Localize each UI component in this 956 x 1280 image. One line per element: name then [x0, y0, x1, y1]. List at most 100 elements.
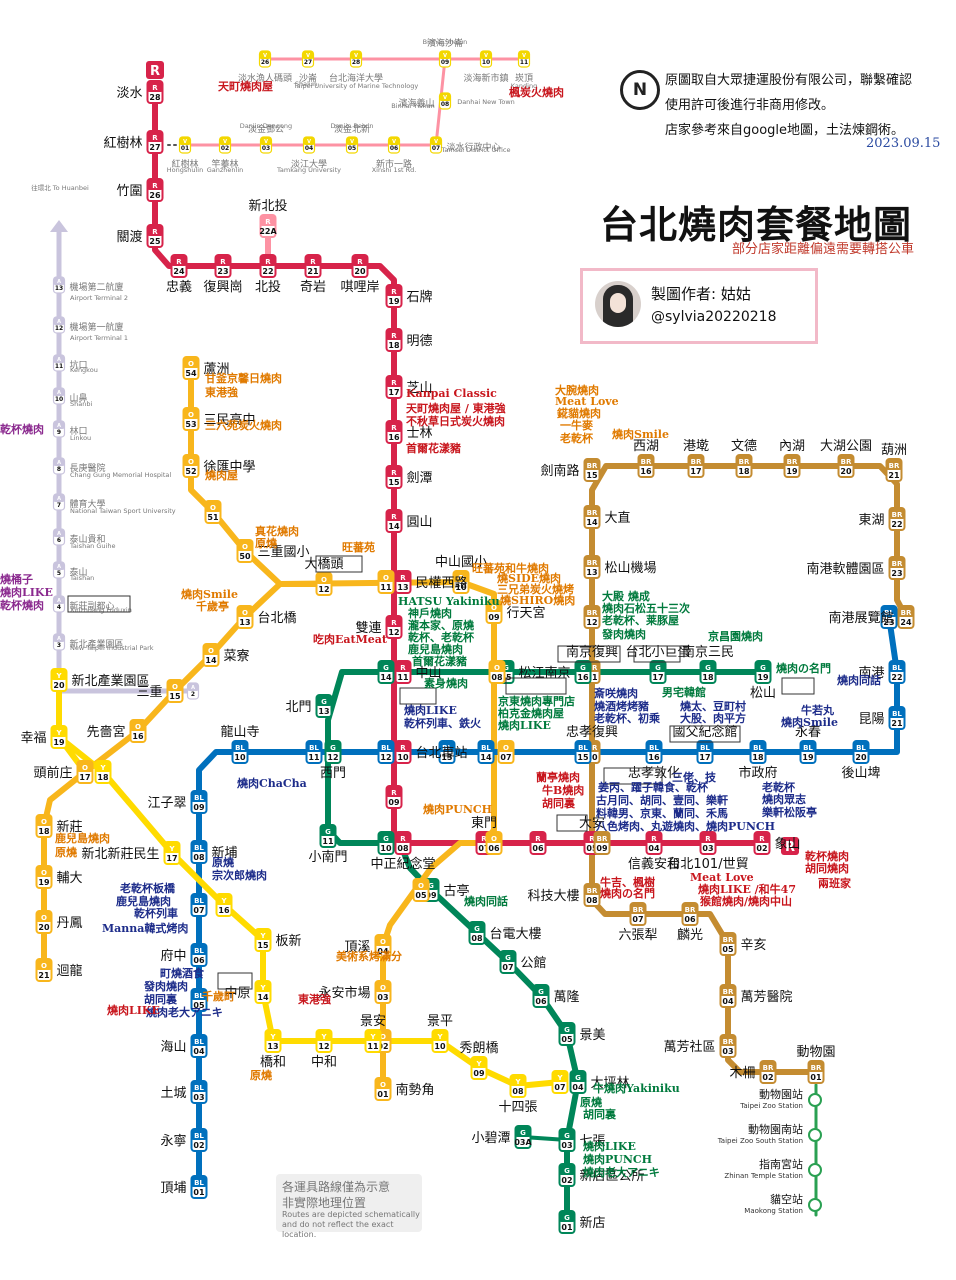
station-english-name: Taishan Guihe [69, 542, 115, 550]
station-r03: R03 [699, 831, 717, 855]
station-code-line: G [655, 664, 661, 672]
station-name: 復興崗 [203, 279, 242, 295]
station-code-number: 01 [377, 1090, 389, 1099]
station-code-number: 03 [377, 993, 388, 1002]
station-english-name: Airport Terminal 2 [70, 294, 128, 302]
station-code-number: 05 [722, 945, 734, 954]
station-english-name: Airport Terminal 1 [70, 334, 128, 342]
station-code-line: O [41, 818, 47, 826]
shop-label: 東港強 [298, 992, 331, 1006]
station-code-number: 06 [390, 145, 398, 152]
station-name: 行天宮 [507, 605, 546, 621]
station-code-number: 08 [441, 101, 449, 108]
station-name: 東門 [471, 815, 497, 831]
station-code-number: 08 [397, 844, 409, 853]
station-name: 忠孝復興 [566, 724, 618, 740]
station-code-number: 06 [684, 915, 696, 924]
station-code-line: BL [194, 1132, 204, 1140]
station-name: 泰山 [70, 566, 88, 578]
station-r17: R17 [385, 375, 403, 399]
station-code-line: BR [597, 835, 608, 843]
shop-label: 燒SIDE燒肉 [497, 571, 561, 585]
station-name: 萬芳社區 [663, 1039, 715, 1055]
station-name: 松山機場 [605, 561, 657, 576]
station-code-line: G [580, 664, 586, 672]
station-english-name: Binhai Yishan [391, 102, 435, 110]
map-subtitle: 部分店家距離偏遠需要轉搭公車 [732, 242, 915, 257]
station-code-line: O [380, 1081, 386, 1089]
shop-label: 天町燒肉屋 [218, 79, 273, 93]
station-name: 江子翠 [147, 796, 186, 811]
station-code-line: G [760, 664, 766, 672]
compass-icon: N [620, 70, 660, 110]
station-a12: A12 [52, 316, 66, 334]
station-code-number: 12 [388, 628, 399, 637]
shop-label: 原燒 [212, 855, 234, 869]
station-code-number: 10 [586, 753, 598, 762]
gondola-name: 動物園站 [759, 1087, 803, 1101]
station-g11: G11 [319, 824, 337, 848]
station-code-line: BL [194, 844, 204, 852]
shop-label: 乾杯燒肉 [805, 849, 849, 863]
station-name: 科技大樓 [527, 889, 579, 904]
station-code-number: 10 [397, 753, 409, 762]
station-name: 龍山寺 [220, 724, 259, 740]
station-code-line: BR [587, 664, 598, 672]
station-name: 蘆洲 [204, 362, 230, 377]
station-code-line: R [589, 835, 595, 843]
station-code-line: G [564, 1026, 570, 1034]
station-code-number: 03 [722, 1047, 733, 1056]
station-callout-box [315, 555, 363, 573]
station-code-line: G [564, 1167, 570, 1175]
station-code-number: 16 [218, 906, 230, 915]
shop-label: 一牛麥 [560, 418, 594, 432]
station-y09: Y09 [470, 1056, 488, 1080]
station-code-line: BL [892, 664, 902, 672]
station-name: 海山 [160, 1040, 186, 1055]
station-code-line: BR [763, 1064, 774, 1072]
station-code-number: 16 [132, 732, 144, 741]
shop-label: 原燒 [580, 1095, 602, 1109]
shop-label: 鹿兒島燒肉 [55, 831, 110, 845]
station-english-name: Kanding [511, 82, 537, 90]
gondola-name: 指南宮站 [759, 1157, 803, 1171]
station-g06: G06 [532, 984, 550, 1008]
shop-label: 鹿兒島燒肉 [116, 894, 171, 908]
station-code-line: Y [168, 845, 175, 853]
shop-label: 燒肉LIKE [0, 585, 53, 599]
station-code-line: A [57, 390, 61, 396]
station-v26: V26 [258, 50, 272, 68]
shop-label: 胡同裏 [542, 796, 576, 810]
station-g17: G17 [649, 660, 667, 684]
station-code-line: R [152, 182, 158, 190]
station-code-line: R [152, 134, 158, 142]
station-code-number: 3 [57, 642, 61, 649]
station-name: 七張 [580, 1134, 606, 1149]
station-o13: O13 [236, 605, 254, 629]
station-code-number: 13 [397, 583, 408, 592]
station-code-line: A [57, 598, 61, 604]
station-code-number: 18 [388, 341, 400, 350]
station-code-line: BL [194, 897, 204, 905]
station-english-name: Shalun [295, 80, 317, 88]
station-code-number: 06 [193, 956, 205, 965]
station-english-name: Xinzhuang Fuduxin [70, 606, 132, 614]
shop-label: 料韓男、京東、蘭同、禾馬 [596, 806, 728, 820]
station-english-name: Danjin Beixin [331, 122, 374, 130]
station-code-line: G [325, 828, 331, 836]
gondola-en: Zhinan Temple Station [724, 1172, 803, 1180]
station-code-line: O [208, 647, 214, 655]
station-code-number: 28 [352, 59, 360, 66]
shop-label: 燒酒烤烤豬 [594, 699, 649, 713]
station-code-line: Y [55, 672, 62, 680]
